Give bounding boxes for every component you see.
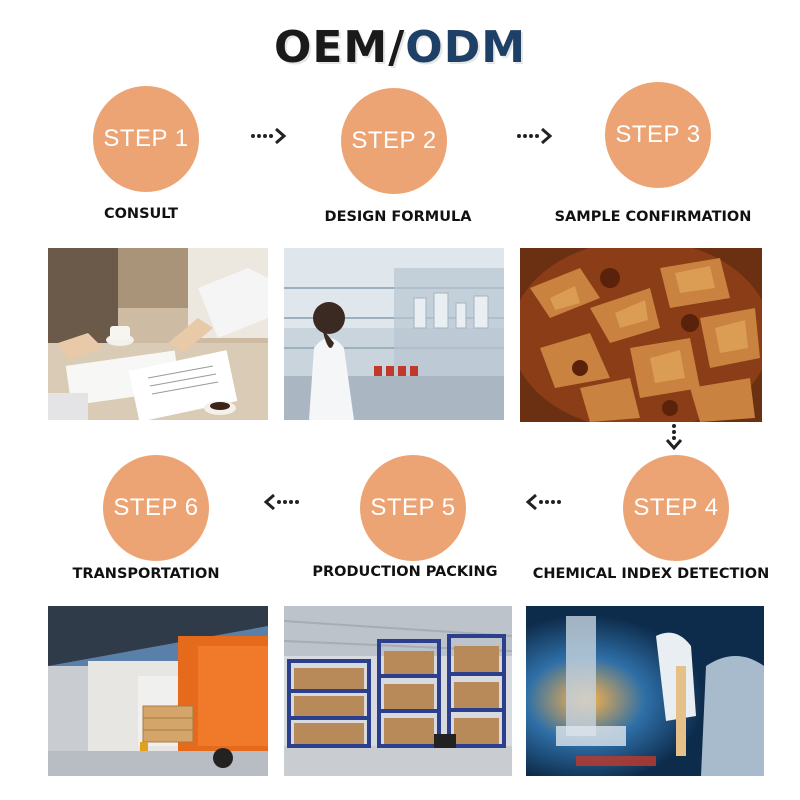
business-consultation-photo	[48, 248, 268, 420]
step-4-label: CHEMICAL INDEX DETECTION	[532, 566, 770, 582]
arrow-left-icon	[263, 493, 299, 511]
truck-loading-photo	[48, 606, 268, 776]
step-1-label: CONSULT	[103, 206, 179, 222]
step-4-badge: STEP 4	[623, 455, 729, 561]
step-2-label: DESIGN FORMULA	[324, 209, 472, 225]
microscope-lab-photo	[526, 606, 764, 776]
step-6-badge: STEP 6	[103, 455, 209, 561]
arrow-right-icon	[517, 127, 553, 145]
step-3-label: SAMPLE CONFIRMATION	[554, 209, 752, 225]
page-title: OEM/ODM	[0, 22, 800, 73]
warehouse-photo	[284, 606, 512, 776]
arrow-right-icon	[251, 127, 287, 145]
step-5-badge: STEP 5	[360, 455, 466, 561]
step-6-label: TRANSPORTATION	[72, 566, 220, 582]
step-2-badge: STEP 2	[341, 88, 447, 194]
step-3-badge: STEP 3	[605, 82, 711, 188]
title-odm: ODM	[405, 22, 527, 73]
arrow-left-icon	[525, 493, 561, 511]
title-oem: OEM/	[273, 22, 406, 73]
step-5-label: PRODUCTION PACKING	[312, 564, 498, 580]
food-sample-photo	[520, 248, 762, 422]
step-1-badge: STEP 1	[93, 86, 199, 192]
arrow-down-icon	[665, 424, 683, 451]
laboratory-photo	[284, 248, 504, 420]
